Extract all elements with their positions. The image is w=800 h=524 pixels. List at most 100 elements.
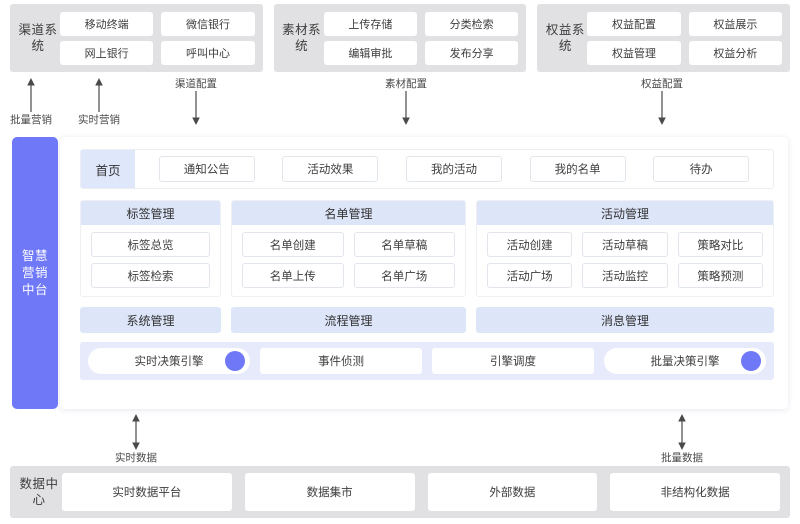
data-center-item[interactable]: 非结构化数据 [610,473,780,511]
lower-arrow-band: 实时数据 批量数据 [0,412,800,468]
engine-label: 批量决策引擎 [650,356,720,368]
panel-item[interactable]: 策略预测 [677,263,763,288]
platform-content: 首页 通知公告 活动效果 我的活动 我的名单 待办 标签管理 标签总览 标签检索… [70,137,788,409]
arrow-label: 批量营销 [10,114,52,126]
panel-items: 名单创建 名单草稿 名单上传 名单广场 [232,225,465,296]
engine-status-dot-icon [741,351,761,371]
arrow-label: 实时数据 [115,452,157,464]
tab-todo[interactable]: 待办 [653,156,750,182]
system-item[interactable]: 权益管理 [587,40,681,65]
engine-row: 实时决策引擎 事件侦测 引擎调度 批量决策引擎 [80,342,774,380]
arrow-bidirectional-icon [132,414,140,450]
arrow-up-icon [95,78,103,112]
arrow-material-config: 素材配置 [385,76,427,125]
system-item[interactable]: 上传存储 [323,11,417,36]
panel-list-management: 名单管理 名单创建 名单草稿 名单上传 名单广场 [231,200,466,297]
platform-sidebar: 智慧营销中台 [12,137,58,409]
system-group-title: 渠道系统 [18,23,58,53]
upper-arrow-band: 批量营销 实时营销 渠道配置 素材配置 权益配置 [0,74,800,134]
arrow-up-icon [27,78,35,112]
system-group-title: 素材系统 [282,23,322,53]
panel-item[interactable]: 策略对比 [677,232,763,257]
marketing-platform: 智慧营销中台 首页 通知公告 活动效果 我的活动 我的名单 待办 标签管理 标签… [12,137,788,409]
system-item[interactable]: 权益配置 [587,11,681,36]
panel-item[interactable]: 活动广场 [487,263,573,288]
arrow-label: 批量数据 [661,452,703,464]
system-item[interactable]: 权益展示 [688,11,783,36]
data-center-item[interactable]: 外部数据 [427,473,598,511]
data-center-item[interactable]: 实时数据平台 [62,473,232,511]
arrow-down-icon [192,91,200,125]
panel-item[interactable]: 名单广场 [353,263,455,288]
panel-item[interactable]: 活动创建 [487,232,573,257]
platform-tabbar: 首页 通知公告 活动效果 我的活动 我的名单 待办 [80,149,774,189]
panel-item[interactable]: 活动草稿 [582,232,668,257]
tab-campaign-effect[interactable]: 活动效果 [282,156,379,182]
engine-batch-decision[interactable]: 批量决策引擎 [604,348,766,374]
data-center-items: 实时数据平台 数据集市 外部数据 非结构化数据 [62,473,780,511]
panel-title: 标签管理 [81,201,220,225]
engine-event-detection[interactable]: 事件侦测 [260,348,422,374]
tab-home[interactable]: 首页 [81,150,135,188]
system-group-items: 上传存储 分类检索 编辑审批 发布分享 [323,11,519,65]
secondary-bar-row: 系统管理 流程管理 消息管理 [80,307,774,333]
panel-title: 活动管理 [477,201,773,225]
tab-my-campaigns[interactable]: 我的活动 [405,156,502,182]
engine-scheduling[interactable]: 引擎调度 [432,348,594,374]
panel-title: 名单管理 [232,201,465,225]
tab-my-lists[interactable]: 我的名单 [529,156,626,182]
data-center-title: 数据中心 [19,477,59,507]
top-systems-row: 渠道系统 移动终端 微信银行 网上银行 呼叫中心 素材系统 上传存储 分类检索 … [10,4,791,72]
system-item[interactable]: 发布分享 [425,40,519,65]
system-group-channel: 渠道系统 移动终端 微信银行 网上银行 呼叫中心 [10,4,263,72]
engine-status-dot-icon [225,351,245,371]
arrow-down-icon [402,91,410,125]
arrow-realtime-marketing: 实时营销 [78,78,120,127]
panel-item[interactable]: 标签检索 [91,263,210,288]
management-panel-row: 标签管理 标签总览 标签检索 名单管理 名单创建 名单草稿 名单上传 名单广场 … [80,200,774,297]
arrow-channel-config: 渠道配置 [175,76,217,125]
system-group-material: 素材系统 上传存储 分类检索 编辑审批 发布分享 [273,4,527,72]
system-item[interactable]: 编辑审批 [323,40,417,65]
tab-list: 通知公告 活动效果 我的活动 我的名单 待办 [135,150,773,188]
engine-label: 事件侦测 [318,356,364,368]
platform-sidebar-label: 智慧营销中台 [21,248,48,297]
system-group-rights: 权益系统 权益配置 权益展示 权益管理 权益分析 [537,4,791,72]
arrow-bidirectional-icon [678,414,686,450]
arrow-batch-marketing: 批量营销 [10,78,52,127]
arrow-batch-data: 批量数据 [661,414,703,465]
data-center-row: 数据中心 实时数据平台 数据集市 外部数据 非结构化数据 [10,466,790,518]
system-group-items: 移动终端 微信银行 网上银行 呼叫中心 [60,11,255,65]
panel-item[interactable]: 名单创建 [242,232,344,257]
panel-item[interactable]: 名单草稿 [353,232,455,257]
arrow-down-icon [658,91,666,125]
system-item[interactable]: 权益分析 [688,40,783,65]
panel-tag-management: 标签管理 标签总览 标签检索 [80,200,221,297]
tab-notice[interactable]: 通知公告 [158,156,255,182]
panel-item[interactable]: 名单上传 [242,263,344,288]
bar-message-management[interactable]: 消息管理 [476,307,774,333]
panel-campaign-management: 活动管理 活动创建 活动草稿 策略对比 活动广场 活动监控 策略预测 [476,200,774,297]
arrow-label: 实时营销 [78,114,120,126]
panel-items: 活动创建 活动草稿 策略对比 活动广场 活动监控 策略预测 [477,225,773,296]
system-item[interactable]: 移动终端 [60,11,154,36]
engine-realtime-decision[interactable]: 实时决策引擎 [88,348,250,374]
arrow-realtime-data: 实时数据 [115,414,157,465]
system-item[interactable]: 分类检索 [425,11,519,36]
arrow-label: 渠道配置 [175,78,217,90]
panel-item[interactable]: 活动监控 [582,263,668,288]
panel-items: 标签总览 标签检索 [81,225,220,296]
arrow-label: 权益配置 [641,78,683,90]
bar-process-management[interactable]: 流程管理 [231,307,466,333]
arrow-rights-config: 权益配置 [641,76,683,125]
system-item[interactable]: 网上银行 [60,40,154,65]
arrow-label: 素材配置 [385,78,427,90]
system-item[interactable]: 微信银行 [161,11,255,36]
system-item[interactable]: 呼叫中心 [161,40,255,65]
engine-label: 实时决策引擎 [134,356,204,368]
engine-label: 引擎调度 [490,356,536,368]
bar-system-management[interactable]: 系统管理 [80,307,221,333]
panel-item[interactable]: 标签总览 [91,232,210,257]
system-group-items: 权益配置 权益展示 权益管理 权益分析 [587,11,783,65]
data-center-item[interactable]: 数据集市 [244,473,415,511]
